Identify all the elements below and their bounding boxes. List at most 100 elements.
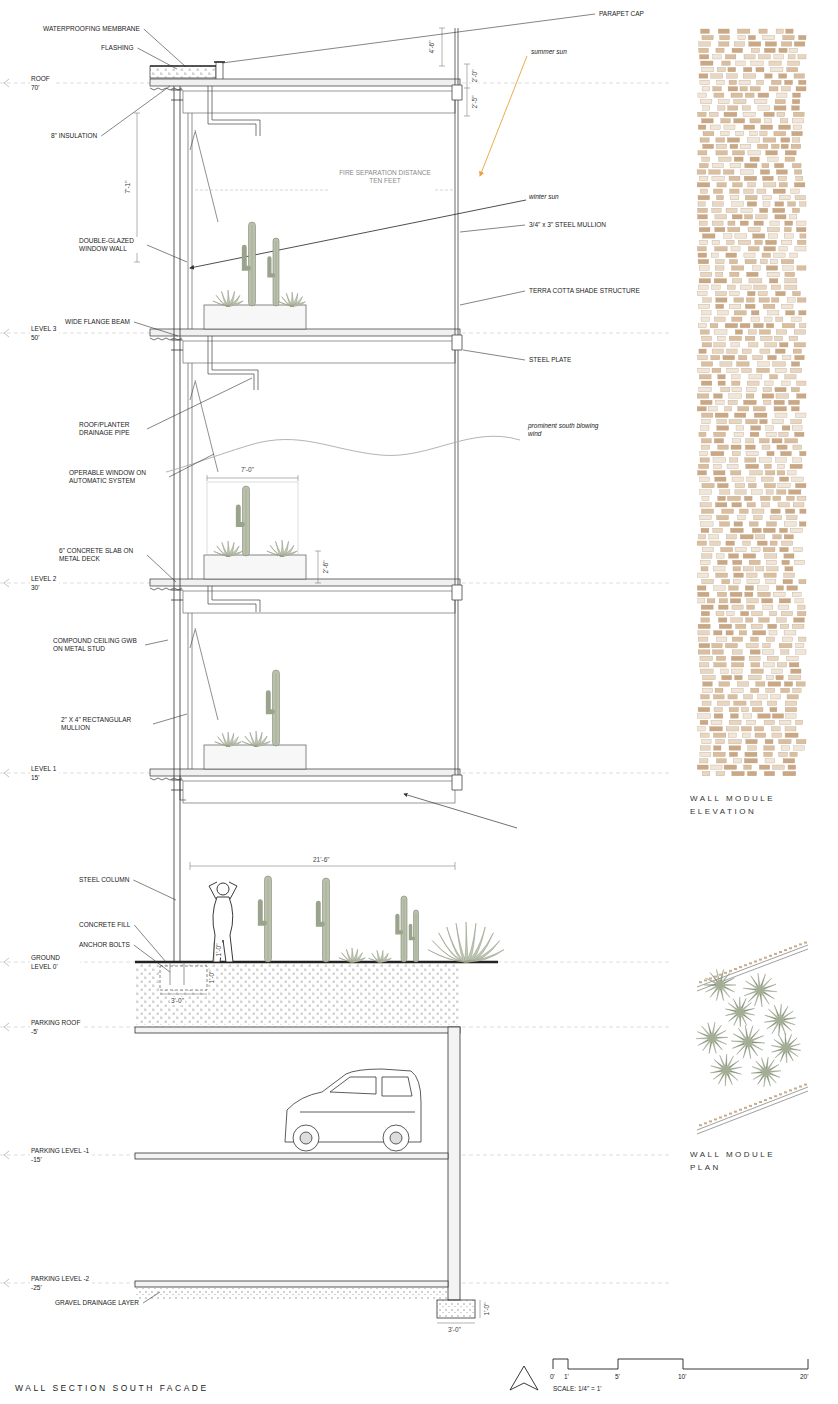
terra-cotta-brick [728,733,736,737]
plan-leaf [720,989,723,1001]
leader-line [138,48,177,69]
terra-cotta-brick [716,138,725,142]
terra-cotta-brick [785,375,796,379]
terra-cotta-brick [727,240,735,244]
terra-cotta-brick [793,503,804,507]
terra-cotta-brick [702,119,714,123]
terra-cotta-brick [709,535,719,539]
leader-line [460,225,525,232]
terra-cotta-brick [752,528,761,532]
callout-label: 2" X 4" RECTANGULAR MULLION [60,716,150,732]
terra-cotta-brick [751,311,759,315]
plan-brick [739,966,742,968]
cactus [269,238,279,306]
terra-cotta-brick [754,221,763,225]
terra-cotta-brick [729,554,739,558]
terra-cotta-brick [744,253,755,257]
drainage-pipe [208,586,260,612]
terra-cotta-brick [767,567,779,571]
agave [215,732,242,746]
leader-line [147,378,252,429]
terra-cotta-brick [782,637,792,641]
terra-cotta-brick [757,80,764,84]
steel-column [171,86,183,962]
plan-leaf [730,1067,742,1070]
terra-cotta-brick [712,221,723,225]
leader-line [134,322,178,336]
terra-cotta-brick [756,67,764,71]
terra-cotta-brick [766,266,777,270]
terra-cotta-brick [767,656,778,660]
terra-cotta-brick [763,528,775,532]
terra-cotta-brick [716,656,725,660]
plan-leaf [722,988,730,998]
terra-cotta-brick [792,138,800,142]
dimension-text: 3'-0" [170,997,185,1005]
terra-cotta-brick [727,368,738,372]
terra-cotta-brick [749,522,758,526]
terra-cotta-brick [719,599,728,603]
terra-cotta-brick [697,586,706,590]
plan-leaf [743,1002,752,1010]
terra-cotta-brick [699,42,711,46]
terra-cotta-brick [711,451,724,455]
plan-brick [739,1109,742,1111]
terra-cotta-brick [743,112,756,116]
terra-cotta-brick [776,29,783,33]
terra-cotta-brick [767,701,777,705]
leader-line [147,245,187,262]
terra-cotta-brick [697,394,709,398]
plan-leaf [764,1076,766,1087]
leader-line [222,14,595,63]
terra-cotta-brick [790,253,798,257]
terra-cotta-brick [729,336,741,340]
terra-cotta-brick [732,771,745,775]
terra-cotta-brick [784,522,796,526]
terra-cotta-brick [716,151,728,155]
terra-cotta-brick [736,624,746,628]
terra-cotta-brick [777,445,787,449]
terra-cotta-brick [716,144,727,148]
terra-cotta-brick [799,80,806,84]
callout-label: 8" INSULATION [50,132,98,140]
terra-cotta-brick [726,208,737,212]
terra-cotta-brick [734,157,743,161]
terra-cotta-brick [766,637,774,641]
terra-cotta-brick [747,771,756,775]
terra-cotta-brick [717,515,729,519]
terra-cotta-brick [733,567,741,571]
terra-cotta-brick [793,291,801,295]
terra-cotta-brick [747,138,759,142]
cactus [260,876,271,962]
terra-cotta-brick [715,291,726,295]
terra-cotta-brick [744,695,753,699]
terra-cotta-brick [778,605,789,609]
terra-cotta-brick [758,695,768,699]
terra-cotta-brick [735,675,743,679]
terra-cotta-brick [722,61,731,65]
terra-cotta-brick [788,675,801,679]
terra-cotta-brick [698,650,710,654]
terra-cotta-brick [731,714,739,718]
terra-cotta-brick [728,227,740,231]
scale-bar [553,1359,808,1369]
plan-brick [754,1103,757,1105]
terra-cotta-brick [722,509,734,513]
plan-leaf [710,972,718,982]
terra-cotta-brick [799,35,807,39]
terra-cotta-brick [780,119,788,123]
terra-cotta-brick [700,458,709,462]
terra-cotta-brick [779,599,790,603]
terra-cotta-brick [751,61,764,65]
terra-cotta-brick [701,509,713,513]
terra-cotta-brick [776,458,787,462]
terra-cotta-brick [732,477,743,481]
steel-mullion [455,28,458,776]
terra-cotta-brick [777,112,785,116]
terra-cotta-brick [776,675,783,679]
terra-cotta-brick [792,592,801,596]
plan-leaf [733,999,739,1009]
leader-line [101,86,170,136]
terra-cotta-brick [785,80,793,84]
terra-cotta-brick [775,215,786,219]
